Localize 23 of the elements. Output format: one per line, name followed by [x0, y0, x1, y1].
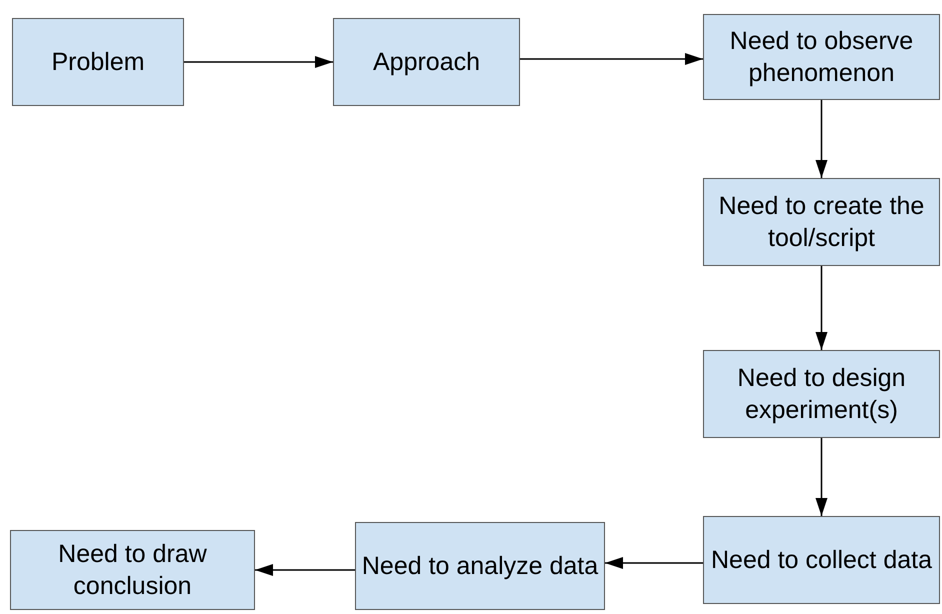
process-box	[703, 178, 940, 266]
process-box	[703, 516, 940, 604]
process-box	[703, 14, 940, 100]
arrow	[520, 53, 703, 65]
arrow	[816, 266, 828, 350]
box-label: Problem	[51, 46, 145, 78]
arrow	[255, 564, 355, 576]
arrow	[184, 56, 333, 68]
box-label: Need to draw conclusion	[57, 538, 208, 602]
arrow	[816, 438, 828, 516]
box-label: Need to create the tool/script	[718, 190, 926, 254]
process-box	[12, 18, 184, 106]
arrow	[816, 100, 828, 178]
arrow	[605, 557, 703, 569]
process-box	[355, 522, 605, 610]
box-label: Need to collect data	[711, 544, 932, 576]
process-box	[10, 530, 255, 610]
box-label: Approach	[372, 46, 480, 78]
process-box	[703, 350, 940, 438]
box-label: Need to observe phenomenon	[728, 26, 914, 89]
box-label: Need to design experiment(s)	[736, 362, 907, 426]
process-box	[333, 18, 520, 106]
box-label: Need to analyze data	[362, 550, 598, 582]
